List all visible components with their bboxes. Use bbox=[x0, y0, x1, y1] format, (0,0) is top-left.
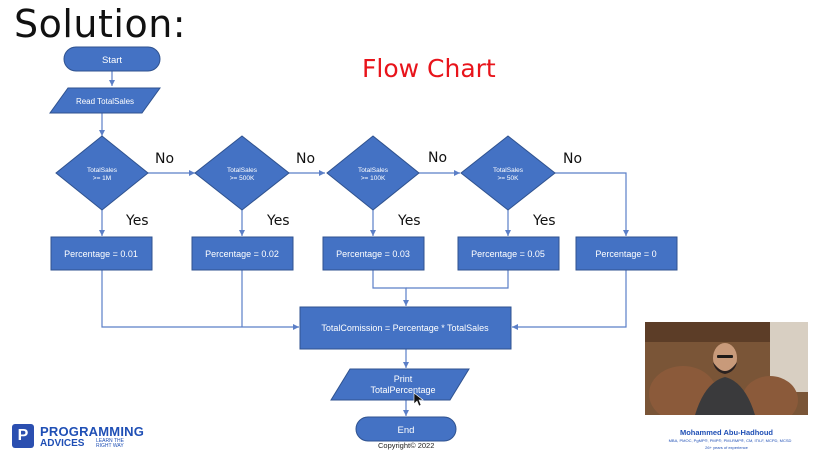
logo-mark: P bbox=[12, 424, 34, 448]
decision-3-line1: TotalSales bbox=[358, 167, 389, 174]
decision-2 bbox=[194, 135, 290, 211]
process-5-label: Percentage = 0 bbox=[595, 249, 656, 259]
end-label: End bbox=[398, 425, 415, 436]
process-4 bbox=[457, 236, 560, 271]
connector-d4-p5 bbox=[555, 172, 629, 236]
yes-label-1: Yes bbox=[125, 213, 149, 229]
start-terminator bbox=[63, 46, 161, 72]
decision-3-line2: >= 100K bbox=[361, 175, 386, 182]
output-parallelogram bbox=[330, 368, 470, 401]
presenter-name: Mohammed Abu-Hadhoud bbox=[679, 428, 774, 437]
yes-label-2: Yes bbox=[266, 213, 290, 229]
connector-p4-merge bbox=[406, 270, 509, 289]
logo-text-advices: ADVICES bbox=[40, 438, 85, 449]
process-3 bbox=[322, 236, 425, 271]
presenter-credentials: MBA, PMOC, PgMP®, PMP®, PMI-RMP®, CM, IT… bbox=[668, 438, 792, 443]
connector-p5-calc bbox=[512, 270, 627, 330]
no-label-3: No bbox=[428, 150, 447, 166]
presenter-experience: 26+ years of experience bbox=[705, 445, 748, 450]
programming-advices-logo: P PROGRAMMING ADVICES LEARN THE RIGHT WA… bbox=[12, 424, 162, 454]
no-label-4: No bbox=[563, 151, 582, 167]
process-3-label: Percentage = 0.03 bbox=[336, 249, 410, 259]
flowchart-title: Flow Chart bbox=[362, 54, 496, 83]
start-label: Start bbox=[102, 55, 122, 66]
decision-1-line2: >= 1M bbox=[93, 175, 111, 182]
yes-label-4: Yes bbox=[532, 213, 556, 229]
calculation-label: TotalComission = Percentage * TotalSales bbox=[321, 323, 489, 333]
decision-3 bbox=[326, 135, 420, 211]
logo-text-programming: PROGRAMMING bbox=[40, 424, 145, 439]
decision-4-line2: >= 50K bbox=[498, 175, 520, 182]
output-label-line1: Print bbox=[394, 374, 413, 384]
calculation-process bbox=[299, 306, 512, 350]
connectors bbox=[99, 71, 629, 416]
process-4-label: Percentage = 0.05 bbox=[471, 249, 545, 259]
process-1 bbox=[50, 236, 153, 271]
process-5 bbox=[575, 236, 678, 271]
decision-2-line2: >= 500K bbox=[230, 175, 255, 182]
presenter-video-image bbox=[645, 322, 808, 415]
slide-heading: Solution: bbox=[14, 2, 187, 46]
mouse-cursor-icon bbox=[413, 392, 424, 407]
connector-p3-calc bbox=[372, 270, 409, 306]
copyright-text: Copyright© 2022 bbox=[378, 441, 435, 450]
yes-label-3: Yes bbox=[397, 213, 421, 229]
process-2-label: Percentage = 0.02 bbox=[205, 249, 279, 259]
end-terminator bbox=[355, 416, 457, 442]
logo-tagline: LEARN THE RIGHT WAY bbox=[96, 438, 124, 449]
no-label-2: No bbox=[296, 151, 315, 167]
output-label-line2: TotalPercentage bbox=[370, 385, 435, 395]
process-1-label: Percentage = 0.01 bbox=[64, 249, 138, 259]
decision-4-line1: TotalSales bbox=[493, 167, 524, 174]
presenter-webcam bbox=[645, 322, 808, 415]
decision-2-line1: TotalSales bbox=[227, 167, 258, 174]
input-label: Read TotalSales bbox=[76, 97, 134, 106]
decision-1-line1: TotalSales bbox=[87, 167, 118, 174]
decision-4 bbox=[460, 135, 556, 211]
no-label-1: No bbox=[155, 151, 174, 167]
input-parallelogram bbox=[49, 87, 161, 114]
connector-p1-calc bbox=[101, 270, 299, 330]
process-2 bbox=[191, 236, 294, 271]
decision-1 bbox=[55, 135, 149, 211]
